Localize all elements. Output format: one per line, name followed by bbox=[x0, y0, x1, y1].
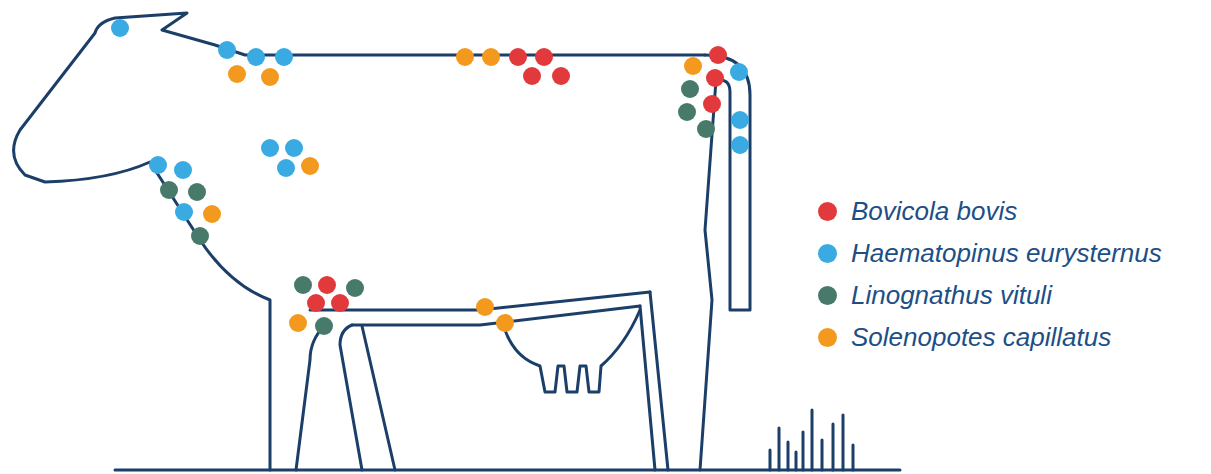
louse-dot bbox=[318, 276, 336, 294]
legend-swatch bbox=[818, 328, 837, 347]
louse-dot bbox=[277, 159, 295, 177]
cow-belly bbox=[352, 306, 640, 325]
louse-dot bbox=[228, 65, 246, 83]
louse-dot bbox=[482, 48, 500, 66]
louse-dot bbox=[703, 95, 721, 113]
louse-dot bbox=[203, 205, 221, 223]
cow-front-leg bbox=[340, 325, 362, 470]
lice-dots bbox=[111, 19, 749, 335]
cow-udder bbox=[505, 310, 640, 392]
louse-dot bbox=[535, 48, 553, 66]
grass-tuft bbox=[770, 410, 853, 470]
legend-entry: Linognathus vituli bbox=[818, 274, 1162, 316]
louse-dot bbox=[523, 67, 541, 85]
legend-entry: Solenopotes capillatus bbox=[818, 316, 1162, 358]
legend-label: Bovicola bovis bbox=[851, 196, 1017, 227]
cow-rear-leg bbox=[640, 306, 655, 470]
louse-dot bbox=[261, 68, 279, 86]
cow-front-leg bbox=[296, 325, 325, 470]
louse-dot bbox=[285, 139, 303, 157]
louse-dot bbox=[149, 156, 167, 174]
louse-dot bbox=[697, 120, 715, 138]
louse-dot bbox=[218, 41, 236, 59]
cow-rump bbox=[700, 55, 750, 470]
louse-dot bbox=[315, 317, 333, 335]
louse-dot bbox=[730, 63, 748, 81]
louse-dot bbox=[731, 136, 749, 154]
legend-swatch bbox=[818, 286, 837, 305]
legend-swatch bbox=[818, 202, 837, 221]
legend-label: Haematopinus eurysternus bbox=[851, 238, 1162, 269]
legend-label: Linognathus vituli bbox=[851, 280, 1052, 311]
louse-dot bbox=[678, 103, 696, 121]
louse-dot bbox=[681, 80, 699, 98]
louse-dot bbox=[261, 139, 279, 157]
louse-dot bbox=[456, 48, 474, 66]
louse-dot bbox=[684, 57, 702, 75]
louse-dot bbox=[709, 46, 727, 64]
louse-dot bbox=[160, 181, 178, 199]
louse-dot bbox=[188, 183, 206, 201]
louse-dot bbox=[331, 294, 349, 312]
louse-dot bbox=[476, 298, 494, 316]
louse-dot bbox=[175, 203, 193, 221]
louse-dot bbox=[174, 161, 192, 179]
louse-dot bbox=[301, 157, 319, 175]
louse-dot bbox=[706, 69, 724, 87]
louse-dot bbox=[731, 111, 749, 129]
cow-outline bbox=[14, 13, 705, 470]
louse-dot bbox=[509, 48, 527, 66]
louse-dot bbox=[247, 48, 265, 66]
louse-dot bbox=[294, 276, 312, 294]
legend-entry: Haematopinus eurysternus bbox=[818, 232, 1162, 274]
louse-dot bbox=[275, 48, 293, 66]
ground-line bbox=[115, 469, 900, 472]
louse-dot bbox=[191, 227, 209, 245]
legend-label: Solenopotes capillatus bbox=[851, 322, 1111, 353]
louse-dot bbox=[346, 279, 364, 297]
louse-dot bbox=[111, 19, 129, 37]
cow-front-leg bbox=[362, 326, 395, 470]
louse-dot bbox=[552, 67, 570, 85]
louse-dot bbox=[496, 314, 514, 332]
legend-swatch bbox=[818, 244, 837, 263]
louse-dot bbox=[289, 314, 307, 332]
legend-entry: Bovicola bovis bbox=[818, 190, 1162, 232]
legend: Bovicola bovisHaematopinus eurysternusLi… bbox=[818, 190, 1162, 358]
louse-dot bbox=[307, 294, 325, 312]
